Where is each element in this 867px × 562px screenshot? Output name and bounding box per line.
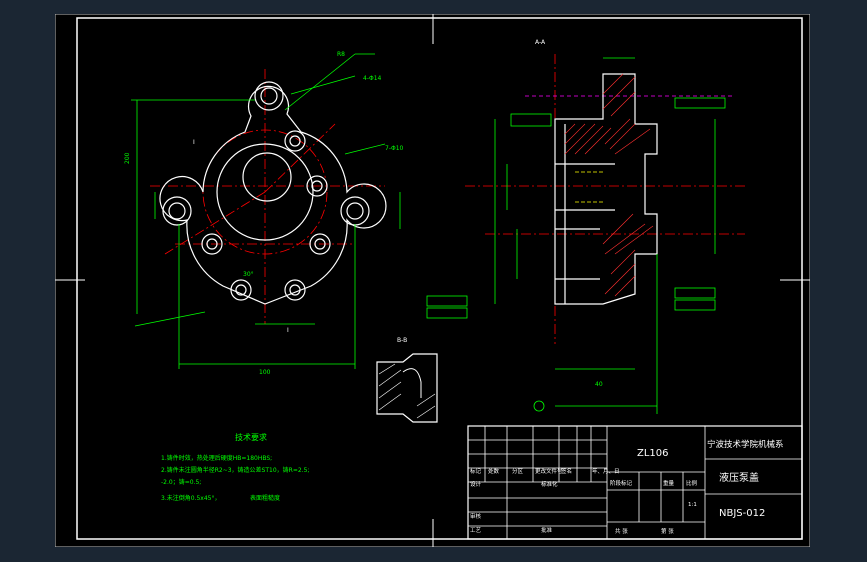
dim-angle: 30°: [243, 271, 254, 278]
front-dimensions: [131, 53, 401, 369]
tb-footer-right: 第 张: [661, 527, 674, 535]
tb-col-count: 处数: [488, 467, 500, 475]
tech-req-line3: -2.0；铸=0.5;: [161, 478, 201, 486]
tech-req-title: 技术要求: [235, 432, 267, 442]
tech-requirements: 技术要求 1.铸件时效，热处理后硬度HB=180HBS; 2.铸件未注圆角半径R…: [161, 432, 309, 502]
tb-part-name: 液压泵盖: [719, 471, 759, 484]
section-mark-a: I: [193, 139, 195, 146]
tb-designer: 设计: [470, 480, 482, 488]
tb-footer-left: 共 张: [615, 527, 628, 535]
dim-hole: 7-Φ10: [385, 145, 404, 152]
tb-process: 工艺: [470, 527, 482, 534]
section-outline: [554, 73, 658, 305]
section-label: A-A: [535, 39, 546, 46]
part-outline: [159, 81, 387, 305]
title-block: 标记 处数 分区 更改文件号 签名 年、月、日 设计 标准化 审核 工艺 批准 …: [467, 425, 803, 540]
tb-stage-header: 阶段标记: [610, 479, 633, 487]
tb-scale: 1:1: [688, 502, 697, 508]
hidden-lines: [575, 171, 603, 203]
tb-review: 审核: [470, 512, 482, 520]
tb-school: 宁波技术学院机械系: [707, 439, 784, 450]
tech-req-line4-tail: 表面粗糙度: [250, 494, 280, 502]
drawing-sheet: R8 4-Φ14 7-Φ10 30° 100 200 I I B-B: [55, 14, 810, 547]
border-frame: [55, 14, 810, 547]
tb-weight-header: 重量: [663, 479, 675, 487]
tb-drawing-no: NBJS-012: [719, 508, 765, 519]
tb-col-sign: 签名: [561, 467, 572, 475]
dim-r8: R8: [337, 51, 345, 58]
tech-req-line1: 1.铸件时效，热处理后硬度HB=180HBS;: [161, 454, 272, 462]
section-view: A-A: [426, 39, 745, 414]
tech-req-line4: 3.未注倒角0.5x45°，: [161, 494, 220, 502]
tech-req-line2: 2.铸件未注圆角半径R2~3，铸造公差ST10，铸R=2.5;: [161, 466, 309, 474]
drawing-canvas: R8 4-Φ14 7-Φ10 30° 100 200 I I B-B: [55, 14, 810, 547]
front-text: R8 4-Φ14 7-Φ10 30° 100 200 I I: [124, 51, 404, 376]
tb-standard: 标准化: [541, 480, 558, 488]
section-hatch: [564, 73, 654, 297]
section-mark-b: I: [287, 327, 289, 334]
dim-height: 200: [124, 152, 131, 164]
tb-approve: 批准: [541, 526, 553, 534]
tb-col-date: 年、月、日: [592, 467, 620, 475]
tb-col-mark: 标记: [470, 467, 482, 475]
tb-col-zone: 分区: [512, 467, 524, 475]
tb-material: ZL106: [637, 448, 669, 459]
dim-depth: 40: [595, 381, 603, 388]
tb-col-docno: 更改文件号: [535, 467, 563, 475]
dim-bolt-circle: 4-Φ14: [363, 75, 382, 82]
dim-width: 100: [259, 369, 271, 376]
detail-view: B-B: [376, 337, 438, 423]
detail-label: B-B: [397, 337, 407, 344]
tb-scale-header: 比例: [686, 479, 698, 487]
centerlines: [150, 69, 385, 324]
front-view: R8 4-Φ14 7-Φ10 30° 100 200 I I: [124, 51, 404, 376]
section-dimensions: [426, 57, 726, 414]
